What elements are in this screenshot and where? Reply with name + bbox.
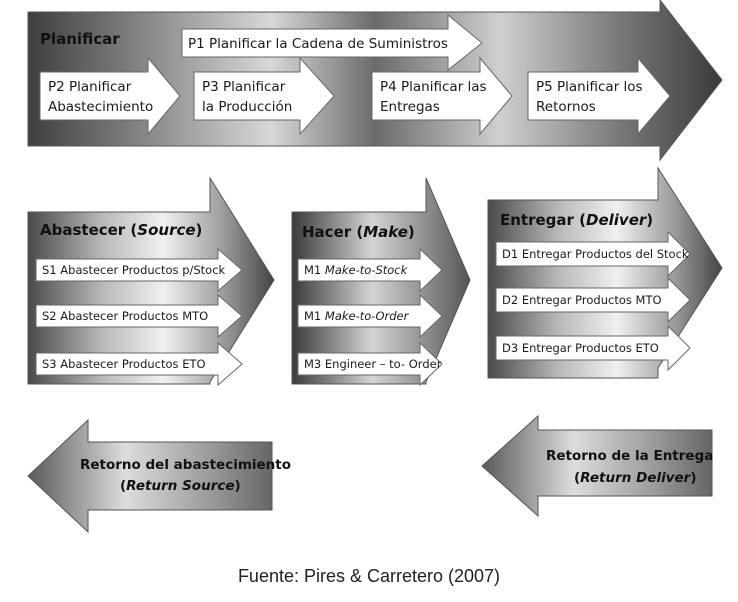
p2-arrow: P2 Planificar Abastecimiento: [39, 56, 181, 136]
make-arrow: Hacer (Make) M1 Make-to-Stock M1 Make-to…: [291, 177, 471, 387]
deliver-arrow-shape: [487, 166, 723, 379]
s3-label: S3 Abastecer Productos ETO: [42, 357, 206, 371]
plan-arrow: Planificar P1 Planificar la Cadena de Su…: [27, 0, 723, 162]
s1-label: S1 Abastecer Productos p/Stock: [42, 263, 226, 277]
plan-title: Planificar: [40, 30, 120, 48]
p3-label-line2: la Producción: [202, 99, 292, 115]
d1-arrow: D1 Entregar Productos del Stock: [495, 230, 691, 278]
s2-arrow: S2 Abastecer Productos MTO: [35, 293, 243, 339]
m3-arrow: M3 Engineer – to- Order: [297, 341, 443, 387]
s2-label: S2 Abastecer Productos MTO: [42, 309, 208, 323]
deliver-title: Entregar (Deliver): [500, 211, 653, 229]
p4-arrow: P4 Planificar las Entregas: [371, 56, 513, 136]
p2-label-line1: P2 Planificar: [48, 79, 132, 95]
p1-label: P1 Planificar la Cadena de Suministros: [188, 36, 448, 52]
m1-order-label: M1 Make-to-Order: [304, 309, 410, 323]
d2-label: D2 Entregar Productos MTO: [502, 293, 662, 307]
figure-caption: Fuente: Pires & Carretero (2007): [237, 566, 501, 586]
return-deliver-arrow-shape: [481, 414, 713, 518]
m1-order-arrow: M1 Make-to-Order: [297, 293, 443, 339]
deliver-arrow: Entregar (Deliver) D1 Entregar Productos…: [487, 166, 723, 379]
p4-label-line1: P4 Planificar las: [380, 79, 487, 95]
s3-arrow: S3 Abastecer Productos ETO: [35, 341, 243, 387]
return-deliver-line1: Retorno de la Entrega: [546, 448, 713, 464]
source-title: Abastecer (Source): [40, 221, 202, 239]
source-arrow: Abastecer (Source) S1 Abastecer Producto…: [27, 176, 275, 387]
return-deliver-line2: (Return Deliver): [574, 470, 697, 486]
p3-arrow: P3 Planificar la Producción: [193, 56, 335, 136]
return-source-arrow-shape: [27, 418, 273, 534]
p5-arrow: P5 Planificar los Retornos: [527, 56, 671, 136]
m1-stock-label: M1 Make-to-Stock: [304, 263, 409, 277]
p1-arrow: P1 Planificar la Cadena de Suministros: [181, 13, 483, 72]
p2-label-line2: Abastecimiento: [48, 99, 153, 115]
s1-arrow: S1 Abastecer Productos p/Stock: [35, 247, 243, 293]
return-source-arrow: Retorno del abastecimiento (Return Sourc…: [27, 418, 291, 534]
d2-arrow: D2 Entregar Productos MTO: [495, 276, 691, 324]
d1-label: D1 Entregar Productos del Stock: [502, 247, 689, 261]
p3-label-line1: P3 Planificar: [202, 79, 286, 95]
d3-arrow: D3 Entregar Productos ETO: [495, 324, 691, 372]
m1-stock-arrow: M1 Make-to-Stock: [297, 247, 443, 293]
make-title: Hacer (Make): [302, 223, 415, 241]
p5-label-line2: Retornos: [536, 99, 596, 115]
d3-label: D3 Entregar Productos ETO: [502, 341, 659, 355]
p4-label-line2: Entregas: [380, 99, 440, 115]
return-source-line2: (Return Source): [120, 478, 241, 494]
m3-label: M3 Engineer – to- Order: [304, 357, 442, 371]
p5-label-line1: P5 Planificar los: [536, 79, 643, 95]
return-deliver-arrow: Retorno de la Entrega (Return Deliver): [481, 414, 713, 518]
return-source-line1: Retorno del abastecimiento: [80, 457, 291, 473]
